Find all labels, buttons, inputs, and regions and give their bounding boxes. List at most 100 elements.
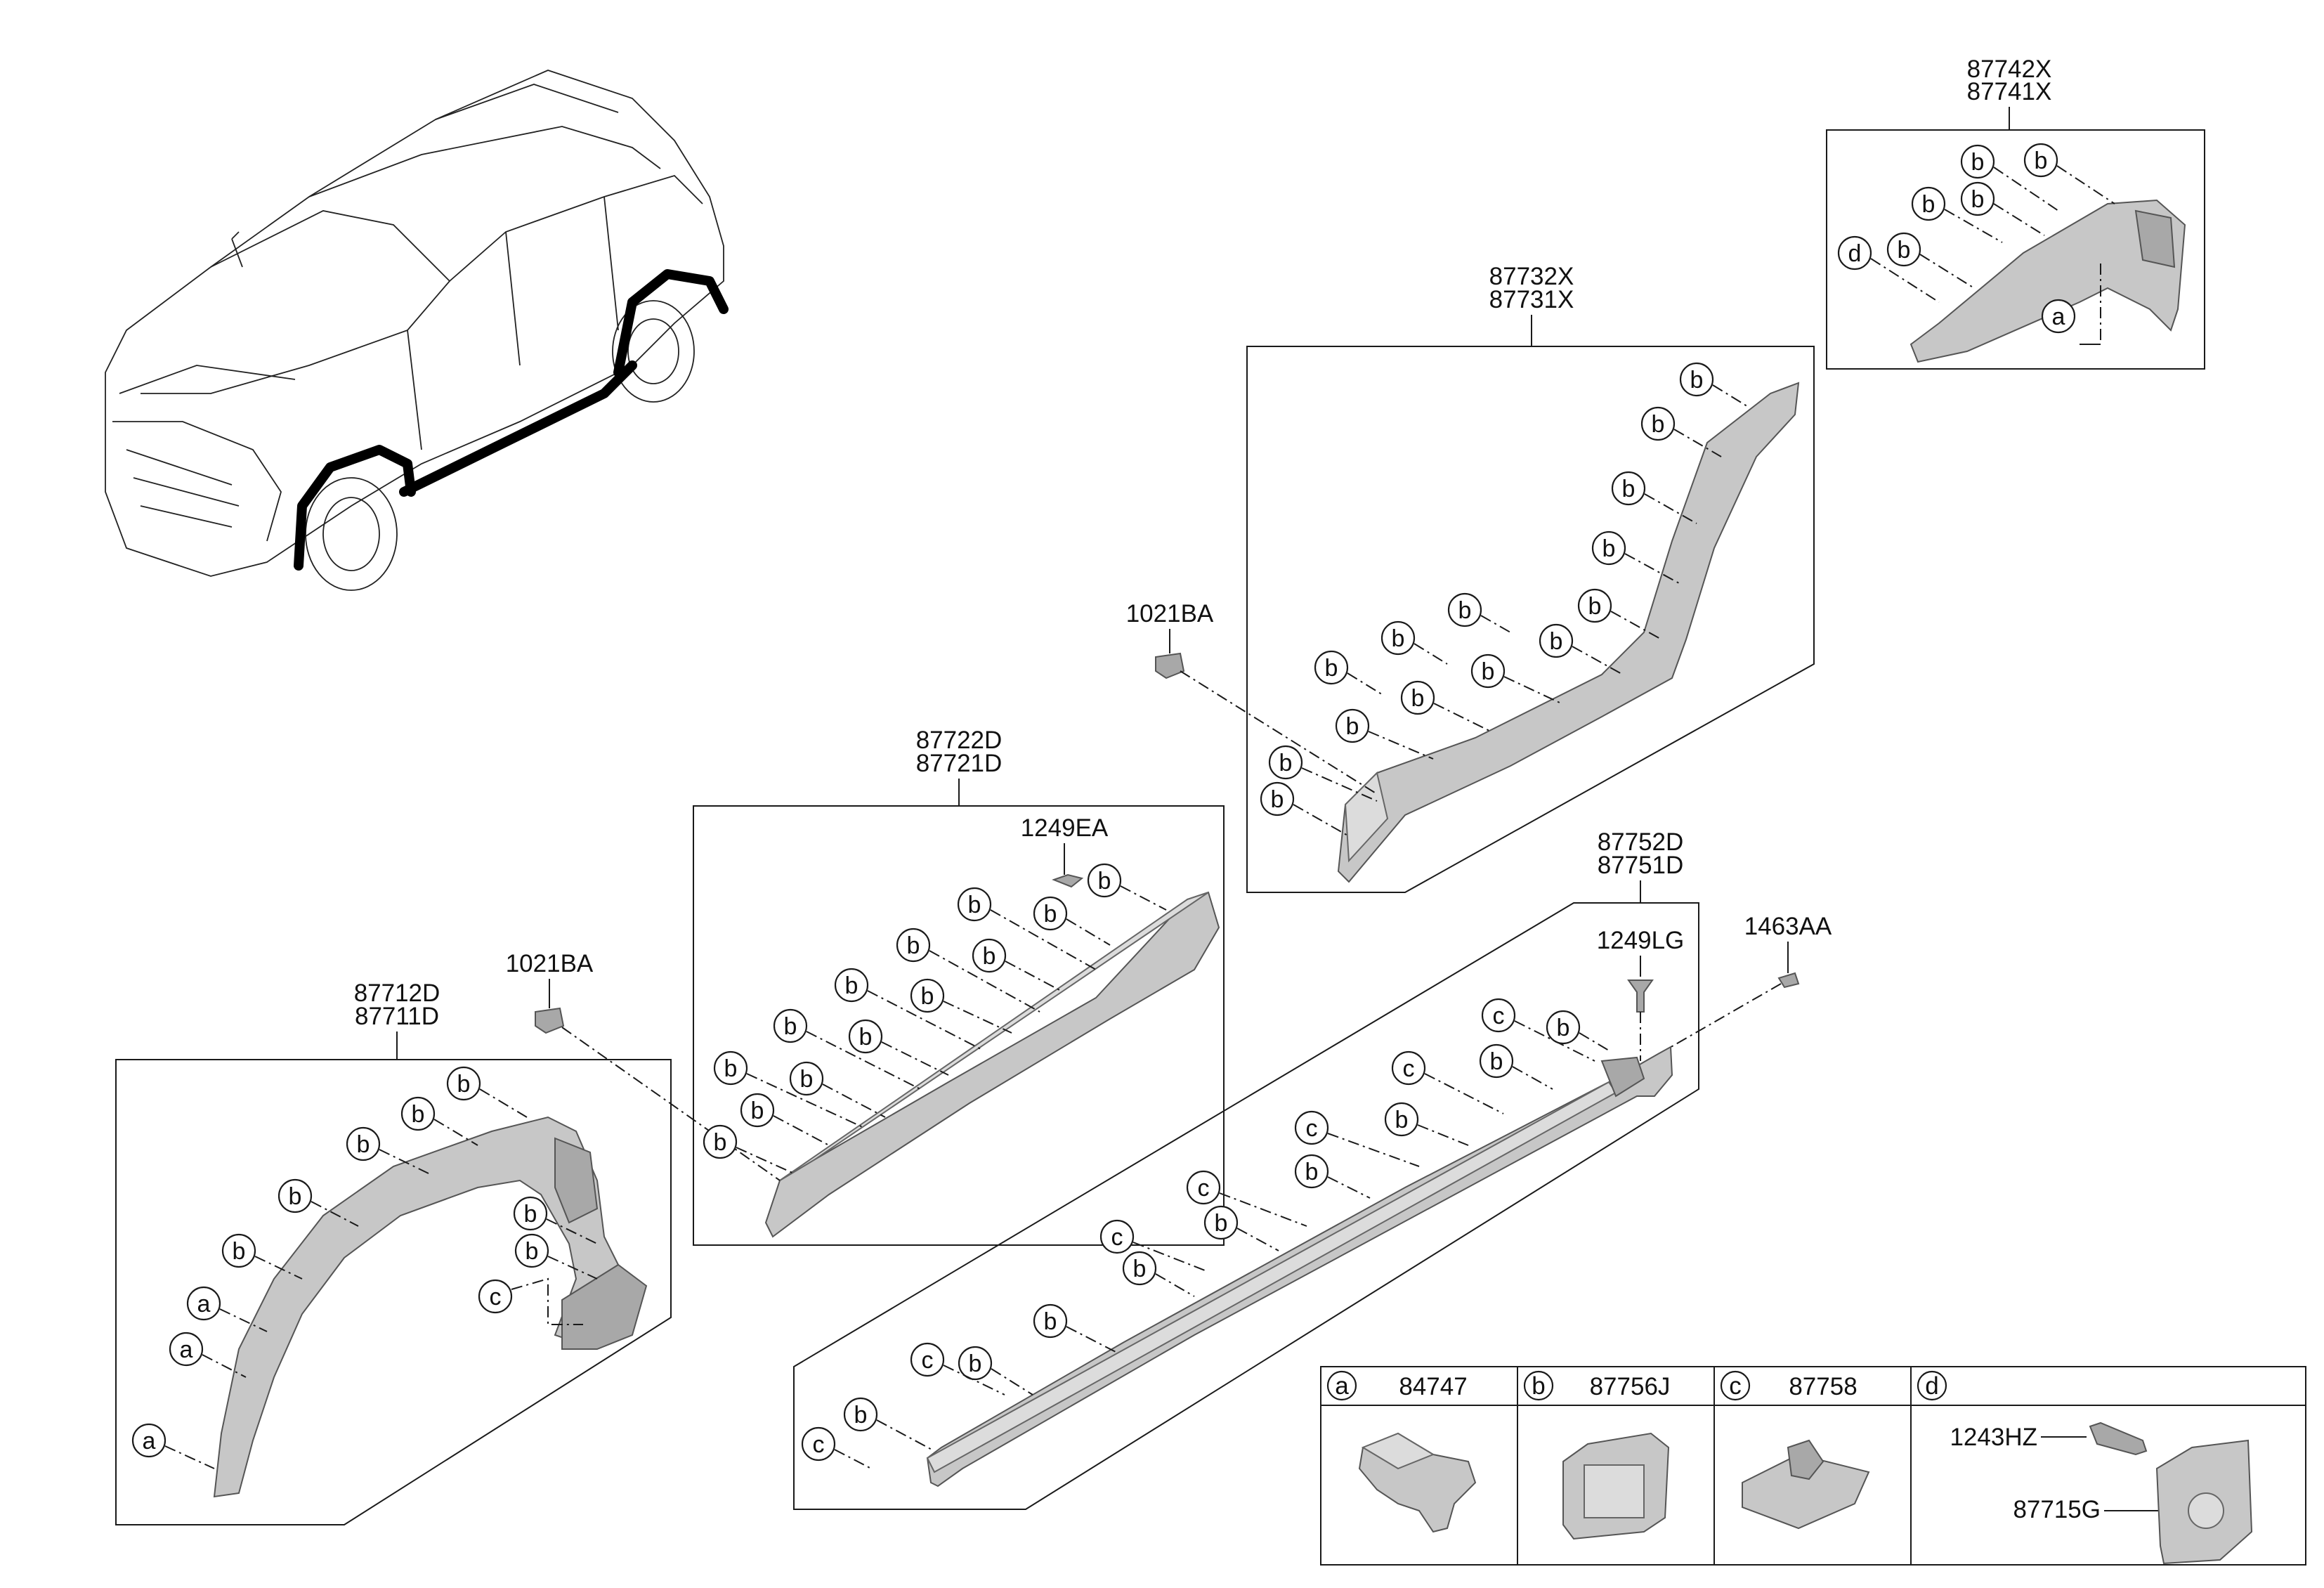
part-number-1021BA-upper: 1021BA: [1126, 600, 1214, 627]
callout-b: b: [2035, 148, 2048, 174]
legend-d-parts: 1243HZ 87715G: [1950, 1421, 2253, 1565]
callout-b: b: [724, 1055, 738, 1082]
callout-b: b: [525, 1238, 539, 1265]
callout-b: b: [859, 1024, 873, 1050]
callout-b: b: [784, 1013, 797, 1040]
callout-b: b: [457, 1071, 471, 1098]
callout-c: c: [1306, 1115, 1318, 1142]
callout-b: b: [233, 1238, 246, 1265]
callout-b: b: [1215, 1210, 1228, 1237]
callout-b: b: [1490, 1048, 1503, 1075]
callout-b: b: [357, 1131, 370, 1158]
callout-c: c: [490, 1284, 502, 1310]
part-number-87742X: 87742X: [1967, 56, 2052, 83]
callout-a: a: [180, 1336, 193, 1363]
group-87742X: 87742X 87741X: [1826, 56, 2205, 370]
callout-b: b: [969, 1351, 982, 1377]
legend-part-87758: 87758: [1789, 1373, 1857, 1400]
callout-b: b: [1557, 1015, 1570, 1041]
callout-b: b: [983, 943, 996, 970]
callout-b: b: [800, 1066, 814, 1093]
part-number-87722D: 87722D: [916, 727, 1003, 754]
callout-b: b: [1652, 411, 1665, 438]
callout-b: b: [854, 1402, 868, 1428]
callout-b: b: [1044, 1308, 1057, 1335]
part-number-87715G: 87715G: [2013, 1496, 2101, 1523]
fastener-1021BA-upper: 1021BA: [1126, 600, 1378, 795]
callout-b: b: [1411, 685, 1425, 712]
part-number-87741X: 87741X: [1967, 78, 2052, 105]
callout-b: b: [1044, 901, 1057, 928]
fastener-1021BA-lower: 1021BA: [506, 950, 781, 1181]
callout-b: b: [1898, 237, 1911, 263]
callout-b: b: [289, 1183, 302, 1210]
part-number-87712D: 87712D: [354, 980, 440, 1007]
callout-b: b: [845, 972, 859, 999]
callout-b: b: [1922, 191, 1935, 218]
legend-cell-a: a 84747: [1326, 1370, 1468, 1401]
group-87722D: 87722D 87721D 1249EA: [693, 727, 1225, 1246]
callout-a: a: [143, 1428, 156, 1454]
callout-b: b: [1133, 1256, 1147, 1282]
part-number-87751D: 87751D: [1598, 852, 1684, 879]
callout-group-87752D: c b c b c b b c b c b b c b b c: [801, 998, 1610, 1469]
callout-c: c: [1493, 1003, 1505, 1029]
callout-b: b: [968, 892, 981, 918]
callout-c: c: [1198, 1175, 1210, 1202]
callout-b: b: [921, 983, 934, 1010]
clip-87756J-illustration: [1562, 1432, 1670, 1540]
callout-c: c: [1403, 1055, 1415, 1082]
legend-letter-d: d: [1925, 1372, 1938, 1400]
callout-b: b: [1602, 535, 1616, 562]
callout-a: a: [197, 1291, 211, 1317]
legend-letter-a: a: [1335, 1372, 1349, 1400]
part-number-87732X: 87732X: [1489, 263, 1574, 290]
group-87732X: 87732X 87731X: [1246, 263, 1815, 893]
callout-b: b: [1392, 625, 1405, 652]
callout-b: b: [1690, 367, 1704, 393]
callout-c: c: [922, 1347, 934, 1374]
callout-b: b: [907, 932, 920, 959]
callout-b: b: [1395, 1107, 1409, 1133]
legend-part-84747: 84747: [1399, 1373, 1467, 1400]
legend-table: a 84747 b 87756J c 87758 d: [1320, 1366, 2306, 1566]
callout-b: b: [1482, 658, 1495, 685]
callout-b: b: [1098, 868, 1111, 894]
part-number-87711D: 87711D: [355, 1003, 439, 1030]
legend-cell-c: c 87758: [1720, 1370, 1858, 1401]
callout-b: b: [1325, 655, 1338, 682]
callout-b: b: [1305, 1159, 1319, 1185]
part-number-1463AA: 1463AA: [1744, 913, 1832, 940]
callout-b: b: [751, 1098, 764, 1124]
legend-part-87756J: 87756J: [1590, 1373, 1671, 1400]
legend-letter-c: c: [1729, 1372, 1742, 1400]
part-number-1021BA-lower: 1021BA: [506, 950, 594, 977]
callout-b: b: [524, 1201, 537, 1228]
group-87752D: 87752D 87751D 1249LG 1463AA: [793, 828, 1832, 1510]
callout-b: b: [1971, 149, 1985, 176]
legend-cell-d: d: [1917, 1370, 1947, 1401]
part-number-1249LG: 1249LG: [1597, 927, 1685, 954]
clip-87758-illustration: [1742, 1439, 1870, 1530]
group-87712D: 87712D 87711D: [115, 980, 672, 1525]
legend-cell-b: b 87756J: [1523, 1370, 1671, 1401]
callout-b: b: [1279, 750, 1293, 776]
callout-group-87732X: b b b b b b b b b b b b b b: [1260, 362, 1750, 837]
part-number-1249EA: 1249EA: [1021, 814, 1109, 842]
callout-b: b: [1346, 713, 1359, 740]
legend-letter-b: b: [1532, 1372, 1545, 1400]
callout-group-87722D: b b b b b b b b b b b b b: [703, 863, 1167, 1174]
clip-84747-illustration: [1358, 1432, 1477, 1533]
vehicle-illustration: [105, 70, 729, 591]
part-number-87721D: 87721D: [916, 750, 1003, 777]
callout-a: a: [2052, 304, 2065, 330]
callout-group-87742X: b b b b d b a: [1837, 143, 2115, 334]
callout-b: b: [412, 1101, 425, 1128]
callout-b: b: [1588, 593, 1602, 620]
part-number-1243HZ: 1243HZ: [1950, 1424, 2037, 1451]
callout-b: b: [1971, 186, 1985, 213]
callout-b: b: [1271, 786, 1284, 813]
part-number-87752D: 87752D: [1598, 828, 1684, 856]
callout-b: b: [1550, 628, 1563, 655]
callout-d: d: [1848, 240, 1862, 267]
